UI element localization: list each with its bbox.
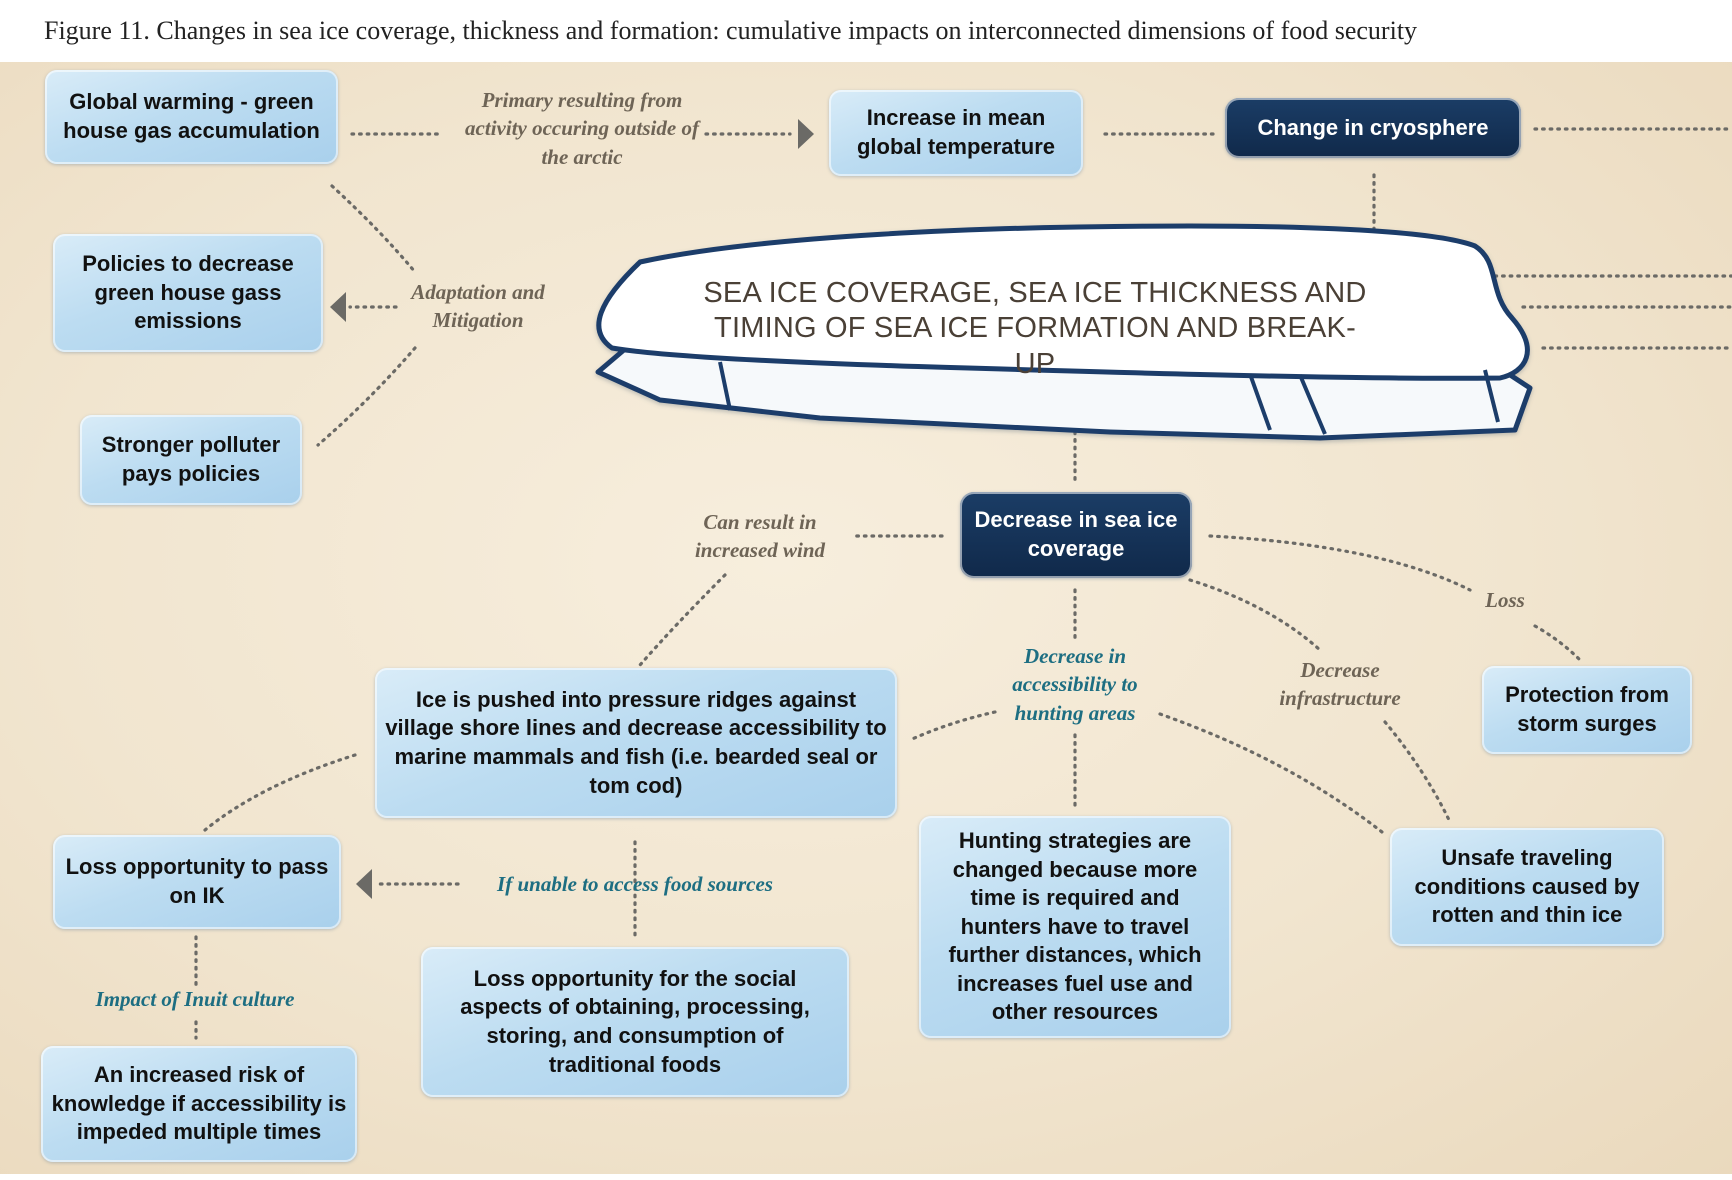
box-policies: Policies to decrease green house gass em…: [53, 234, 323, 352]
box-hunting-text: Hunting strategies are changed because m…: [948, 827, 1202, 1025]
box-pressure-ridges-text: Ice is pushed into pressure ridges again…: [385, 686, 887, 798]
box-risk: An increased risk of knowledge if access…: [41, 1046, 357, 1162]
link-ridges-ik: [203, 753, 357, 832]
box-polluter-text: Stronger polluter pays policies: [101, 432, 281, 486]
box-loss-ik-text: Loss opportunity to pass on IK: [65, 854, 329, 908]
label-unable: If unable to access food sources: [497, 872, 773, 896]
link-loss-protection: [1533, 624, 1582, 662]
box-loss-ik: Loss opportunity to pass on IK: [53, 835, 341, 929]
link-infra-unsafe: [1383, 720, 1452, 824]
arrow-to-temp: [798, 119, 814, 149]
link-warming-adaptation: [330, 184, 417, 274]
link-coverage-infra: [1188, 578, 1322, 652]
box-decrease-coverage: Decrease in sea ice coverage: [960, 492, 1192, 578]
connector-lines: [194, 119, 1732, 1040]
box-pressure-ridges: Ice is pushed into pressure ridges again…: [375, 668, 897, 818]
link-access-unsafe: [1158, 712, 1384, 834]
link-access-ridges: [908, 710, 997, 742]
box-unsafe: Unsafe traveling conditions caused by ro…: [1390, 828, 1664, 946]
central-concept: SEA ICE COVERAGE, SEA ICE THICKNESS AND …: [703, 277, 1367, 380]
box-social-text: Loss opportunity for the social aspects …: [460, 965, 810, 1077]
box-mean-temperature: Increase in mean global temperature: [829, 90, 1083, 176]
box-protection: Protection from storm surges: [1482, 666, 1692, 754]
link-wind-ridges: [638, 573, 727, 667]
box-global-warming-text: Global warming - green house gas accumul…: [63, 89, 320, 143]
box-decrease-coverage-text: Decrease in sea ice coverage: [974, 507, 1178, 561]
label-adaptation: Adaptation and Mitigation: [411, 280, 545, 333]
box-cryosphere: Change in cryosphere: [1225, 98, 1521, 158]
diagram-panel: SEA ICE COVERAGE, SEA ICE THICKNESS AND …: [0, 62, 1732, 1174]
box-unsafe-text: Unsafe traveling conditions caused by ro…: [1414, 845, 1640, 928]
link-adaptation-polluter: [316, 346, 417, 447]
box-social: Loss opportunity for the social aspects …: [421, 947, 849, 1097]
box-policies-text: Policies to decrease green house gass em…: [82, 251, 294, 334]
box-mean-temperature-text: Increase in mean global temperature: [856, 105, 1056, 159]
figure-title: Figure 11. Changes in sea ice coverage, …: [44, 16, 1418, 45]
box-polluter: Stronger polluter pays policies: [80, 415, 302, 505]
sea-ice-illustration: [595, 223, 1533, 441]
label-culture: Impact of Inuit culture: [95, 987, 295, 1011]
box-risk-text: An increased risk of knowledge if access…: [51, 1062, 347, 1145]
label-primary: Primary resulting from activity occuring…: [465, 88, 699, 169]
arrow-to-policies: [330, 292, 346, 322]
box-cryosphere-text: Change in cryosphere: [1257, 114, 1489, 140]
label-infrastructure: Decrease infrastructure: [1279, 658, 1401, 711]
box-hunting: Hunting strategies are changed because m…: [919, 816, 1231, 1038]
link-coverage-loss: [1208, 534, 1472, 592]
box-global-warming: Global warming - green house gas accumul…: [45, 70, 338, 164]
arrow-to-ik: [356, 869, 372, 899]
label-loss: Loss: [1485, 588, 1525, 612]
label-wind: Can result in increased wind: [694, 510, 826, 563]
label-accessibility: Decrease in accessibility to hunting are…: [1012, 644, 1138, 725]
box-protection-text: Protection from storm surges: [1505, 682, 1669, 736]
